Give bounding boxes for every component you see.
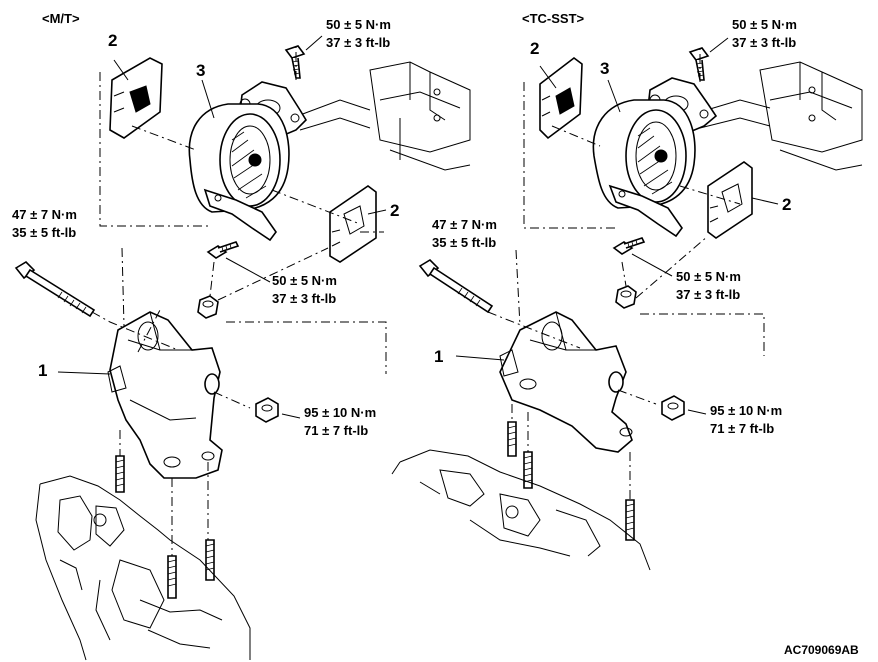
- left-callout-item-1: 1: [38, 361, 48, 380]
- left-stopper-right: [329, 185, 377, 263]
- left-through-bolt: [14, 260, 96, 318]
- right-top-bolt: [688, 47, 710, 81]
- right-top-bolt-torque-ftlb: 37 ± 3 ft-lb: [732, 35, 797, 50]
- left-leader-lines: [57, 35, 387, 419]
- right-mount-nut-top: [615, 285, 637, 309]
- right-view-title: <TC-SST>: [522, 11, 585, 26]
- right-studs: [507, 421, 635, 541]
- right-nut-torque-ftlb: 71 ± 7 ft-lb: [710, 421, 775, 436]
- right-side-bolt-torque-ftlb: 35 ± 5 ft-lb: [432, 235, 497, 250]
- right-engine-mount-insulator: [592, 99, 696, 238]
- left-top-bolt-torque-nm: 50 ± 5 N·m: [326, 17, 391, 32]
- left-lower-bolt-torque-nm: 50 ± 5 N·m: [272, 273, 337, 288]
- right-callout-item-3: 3: [600, 59, 610, 78]
- right-mount-nut-side: [661, 395, 685, 421]
- left-callout-item-2-top: 2: [108, 31, 118, 50]
- right-callout-item-1: 1: [434, 347, 444, 366]
- left-stopper-top: [109, 57, 163, 139]
- left-nut-torque-nm: 95 ± 10 N·m: [304, 405, 377, 420]
- right-top-bolt-torque-nm: 50 ± 5 N·m: [732, 17, 797, 32]
- right-view-drawing: [391, 37, 863, 571]
- right-body-frame: [699, 61, 863, 171]
- left-top-bolt: [284, 45, 306, 79]
- right-transmission-case: [391, 449, 651, 571]
- right-side-bolt-torque-nm: 47 ± 7 N·m: [432, 217, 497, 232]
- right-lower-bolt-torque-ftlb: 37 ± 3 ft-lb: [676, 287, 741, 302]
- left-lower-bolt-torque-ftlb: 37 ± 3 ft-lb: [272, 291, 337, 306]
- left-callout-item-2-right: 2: [390, 201, 400, 220]
- left-transmission-case: [35, 475, 251, 661]
- right-lower-bolt-torque-nm: 50 ± 5 N·m: [676, 269, 741, 284]
- left-view-title: <M/T>: [42, 11, 80, 26]
- left-mount-nut-top: [197, 295, 219, 319]
- left-alignment-lines: [91, 46, 387, 556]
- right-nut-torque-nm: 95 ± 10 N·m: [710, 403, 783, 418]
- left-engine-mount-insulator: [188, 103, 290, 242]
- left-mount-nut-side: [255, 397, 279, 423]
- right-through-bolt: [418, 258, 494, 314]
- left-side-bolt-torque-nm: 47 ± 7 N·m: [12, 207, 77, 222]
- figure-code: AC709069AB: [784, 643, 859, 657]
- left-studs: [115, 455, 215, 599]
- right-callout-item-2-right: 2: [782, 195, 792, 214]
- right-lower-bolt: [612, 237, 646, 255]
- left-view-drawing: [14, 35, 471, 661]
- right-alignment-lines: [487, 48, 765, 500]
- left-callout-item-3: 3: [196, 61, 206, 80]
- right-stopper-top: [539, 56, 583, 140]
- right-mount-bracket: [499, 311, 633, 453]
- left-top-bolt-torque-ftlb: 37 ± 3 ft-lb: [326, 35, 391, 50]
- right-callout-item-2-top: 2: [530, 39, 540, 58]
- left-mount-bracket: [107, 311, 223, 479]
- left-body-frame: [299, 61, 471, 171]
- right-leader-lines: [455, 37, 779, 415]
- left-lower-bolt: [206, 241, 240, 259]
- right-stopper-right: [707, 161, 753, 239]
- left-side-bolt-torque-ftlb: 35 ± 5 ft-lb: [12, 225, 77, 240]
- left-nut-torque-ftlb: 71 ± 7 ft-lb: [304, 423, 369, 438]
